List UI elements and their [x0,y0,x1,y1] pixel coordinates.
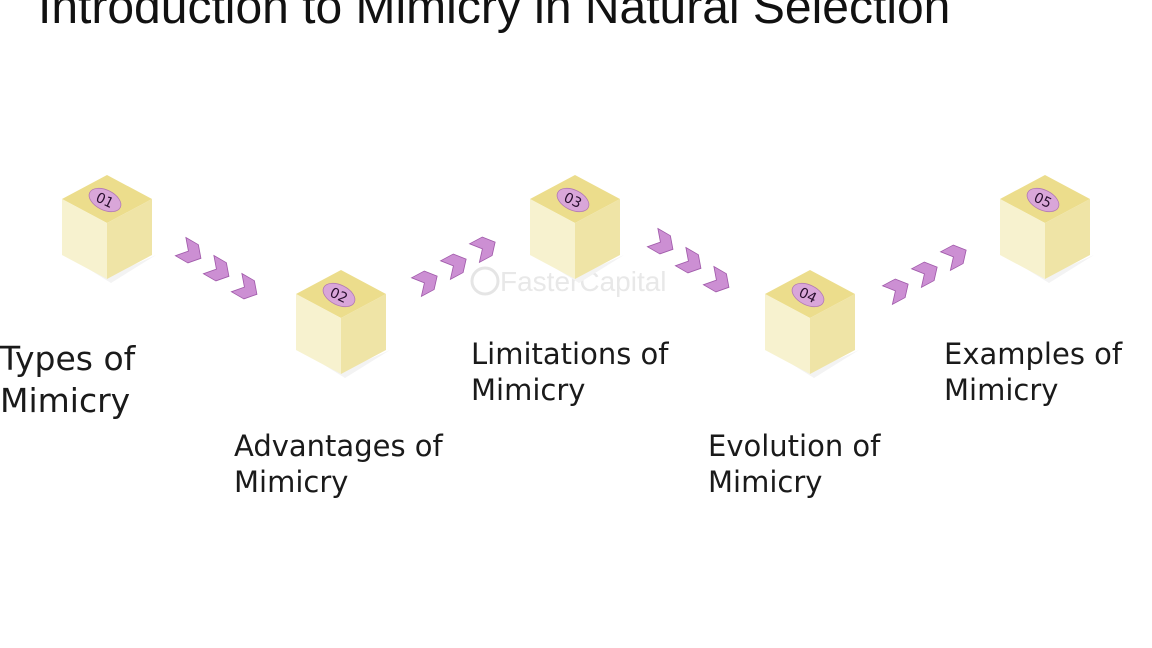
cube-shadow [66,255,156,283]
watermark-logo-icon [470,266,500,296]
cube-number: 01 [93,190,116,212]
step-4-line1: Evolution of [708,429,881,463]
cube-left-face [296,294,341,374]
cube-4: 04 [765,270,859,378]
cube-right-face [107,199,152,279]
cube-left-face [530,199,575,279]
chevron-right-icon [910,261,938,289]
cube-number-badge [322,282,356,308]
cube-left-face [765,294,810,374]
cube-shadow [534,255,624,283]
cube-right-face [1045,199,1090,279]
cube-right-face [341,294,386,374]
step-2-line1: Advantages of [234,429,443,463]
chevron-right-icon [674,246,702,274]
cube-shadow [300,350,390,378]
page-title: Introduction to Mimicry in Natural Selec… [38,0,951,34]
step-3-line1: Limitations of [471,337,669,371]
step-label-4: Evolution of Mimicry [708,428,880,500]
cube-number-badge [1026,187,1060,213]
step-label-1: Types of Mimicry [0,338,135,422]
cube-number: 03 [561,190,584,212]
chevron-right-icon [410,270,438,298]
arrow-group-3 [646,227,730,293]
step-label-2: Advantages of Mimicry [234,428,443,500]
chevron-right-icon [174,236,202,264]
cube-number-badge [556,187,590,213]
cube-2: 02 [296,270,390,378]
cube-right-face [575,199,620,279]
arrow-group-4 [881,244,967,306]
cube-shadow [769,350,859,378]
cube-number: 05 [1031,190,1054,212]
chevron-right-icon [939,244,967,272]
arrow-connectors [174,227,967,306]
cube-right-face [810,294,855,374]
step-1-line2: Mimicry [0,381,131,420]
chevron-right-icon [646,227,674,255]
step-1-line1: Types of [0,339,136,378]
chevron-right-icon [468,236,496,264]
cube-number-badge [88,187,122,213]
chevron-right-icon [702,265,730,293]
cube-left-face [1000,199,1045,279]
chevron-right-icon [439,253,467,281]
step-label-5: Examples of Mimicry [944,336,1122,408]
chevron-right-icon [202,254,230,282]
cube-number: 02 [327,285,350,307]
cube-1: 01 [62,175,156,283]
cube-number: 04 [796,285,819,307]
step-3-line2: Mimicry [471,373,586,407]
cube-shadow [1004,255,1094,283]
chevron-right-icon [881,278,909,306]
step-5-line1: Examples of [944,337,1123,371]
chevron-right-icon [230,272,258,300]
step-2-line2: Mimicry [234,465,349,499]
cube-5: 05 [1000,175,1094,283]
cube-steps: 01 02 03 04 05 [62,175,1094,378]
arrow-group-1 [174,236,258,300]
step-4-line2: Mimicry [708,465,823,499]
step-label-3: Limitations of Mimicry [471,336,669,408]
cube-3: 03 [530,175,624,283]
cube-left-face [62,199,107,279]
cube-number-badge [791,282,825,308]
step-5-line2: Mimicry [944,373,1059,407]
arrow-group-2 [410,236,496,298]
